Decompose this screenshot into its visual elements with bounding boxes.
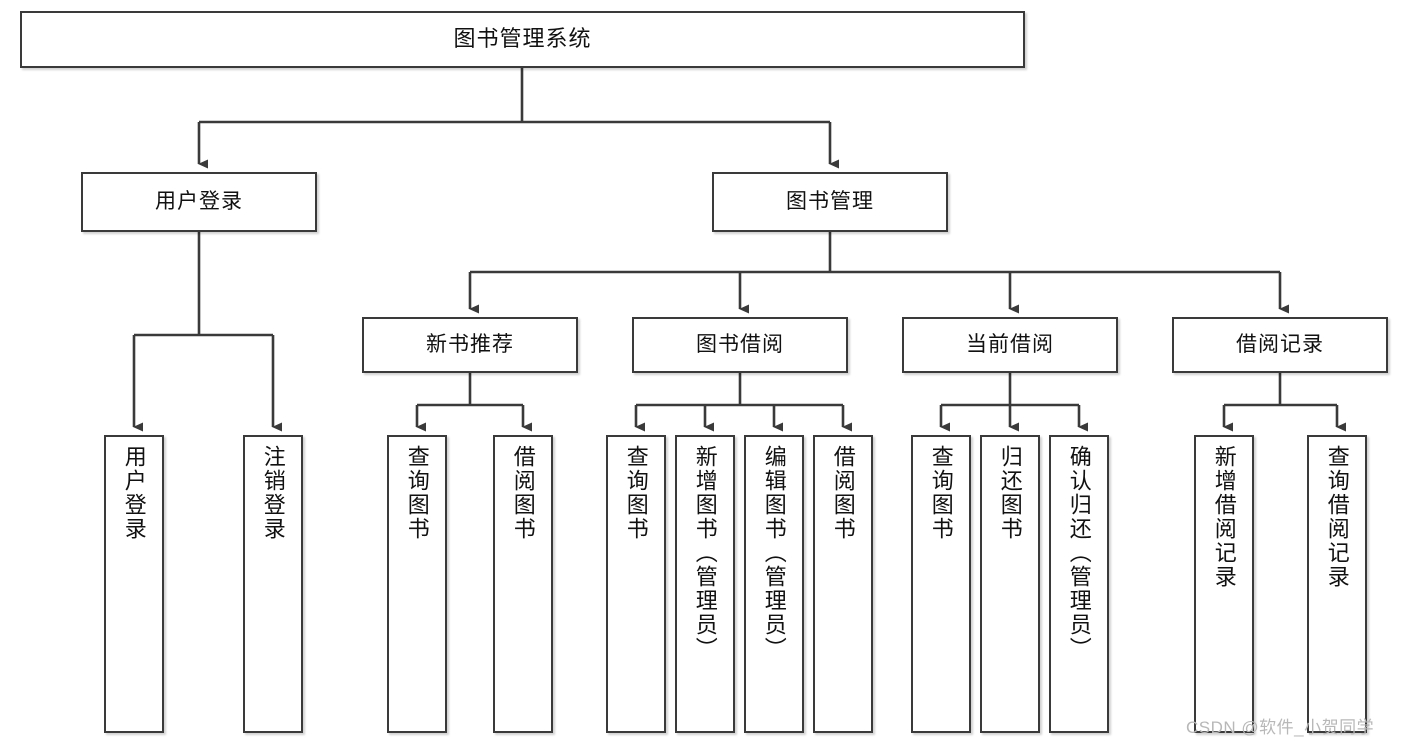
node-label: 借阅记录 bbox=[1236, 333, 1324, 357]
node-label: 图书管理系统 bbox=[453, 26, 592, 52]
leaf-label: 查询借阅记录 bbox=[1324, 445, 1350, 589]
node-new-book-recommendation[interactable]: 新书推荐 bbox=[362, 317, 578, 373]
leaf-borrow-book-new[interactable]: 借阅图书 bbox=[493, 435, 553, 733]
leaf-label: 查询图书 bbox=[623, 445, 649, 541]
leaf-borrow-book[interactable]: 借阅图书 bbox=[813, 435, 873, 733]
leaf-label: 查询图书 bbox=[404, 445, 430, 541]
node-label: 图书管理 bbox=[786, 190, 874, 214]
node-book-management[interactable]: 图书管理 bbox=[712, 172, 948, 232]
node-current-borrowing[interactable]: 当前借阅 bbox=[902, 317, 1118, 373]
leaf-label: 归还图书 bbox=[997, 445, 1023, 541]
leaf-label: 新增图书（管理员） bbox=[692, 445, 718, 661]
leaf-add-book-admin[interactable]: 新增图书（管理员） bbox=[675, 435, 735, 733]
leaf-label: 查询图书 bbox=[928, 445, 954, 541]
node-user-login[interactable]: 用户登录 bbox=[81, 172, 317, 232]
leaf-label: 借阅图书 bbox=[830, 445, 856, 541]
leaf-logout[interactable]: 注销登录 bbox=[243, 435, 303, 733]
leaf-label: 用户登录 bbox=[121, 445, 147, 541]
node-label: 新书推荐 bbox=[426, 333, 514, 357]
watermark-text: CSDN @软件_小贺同学 bbox=[1186, 718, 1375, 737]
leaf-label: 确认归还（管理员） bbox=[1066, 445, 1092, 661]
leaf-label: 借阅图书 bbox=[510, 445, 536, 541]
leaf-return-book[interactable]: 归还图书 bbox=[980, 435, 1040, 733]
leaf-label: 注销登录 bbox=[260, 445, 286, 541]
node-borrow-record[interactable]: 借阅记录 bbox=[1172, 317, 1388, 373]
leaf-label: 编辑图书（管理员） bbox=[761, 445, 787, 661]
leaf-confirm-return-admin[interactable]: 确认归还（管理员） bbox=[1049, 435, 1109, 733]
leaf-label: 新增借阅记录 bbox=[1211, 445, 1237, 589]
node-book-borrowing[interactable]: 图书借阅 bbox=[632, 317, 848, 373]
node-label: 图书借阅 bbox=[696, 333, 784, 357]
leaf-query-book-new[interactable]: 查询图书 bbox=[387, 435, 447, 733]
leaf-user-login[interactable]: 用户登录 bbox=[104, 435, 164, 733]
leaf-query-borrow-record[interactable]: 查询借阅记录 bbox=[1307, 435, 1367, 733]
leaf-add-borrow-record[interactable]: 新增借阅记录 bbox=[1194, 435, 1254, 733]
leaf-edit-book-admin[interactable]: 编辑图书（管理员） bbox=[744, 435, 804, 733]
node-root-book-management-system[interactable]: 图书管理系统 bbox=[20, 11, 1025, 68]
node-label: 当前借阅 bbox=[966, 333, 1054, 357]
node-label: 用户登录 bbox=[155, 190, 243, 214]
leaf-query-book-current[interactable]: 查询图书 bbox=[911, 435, 971, 733]
leaf-query-book-borrow[interactable]: 查询图书 bbox=[606, 435, 666, 733]
